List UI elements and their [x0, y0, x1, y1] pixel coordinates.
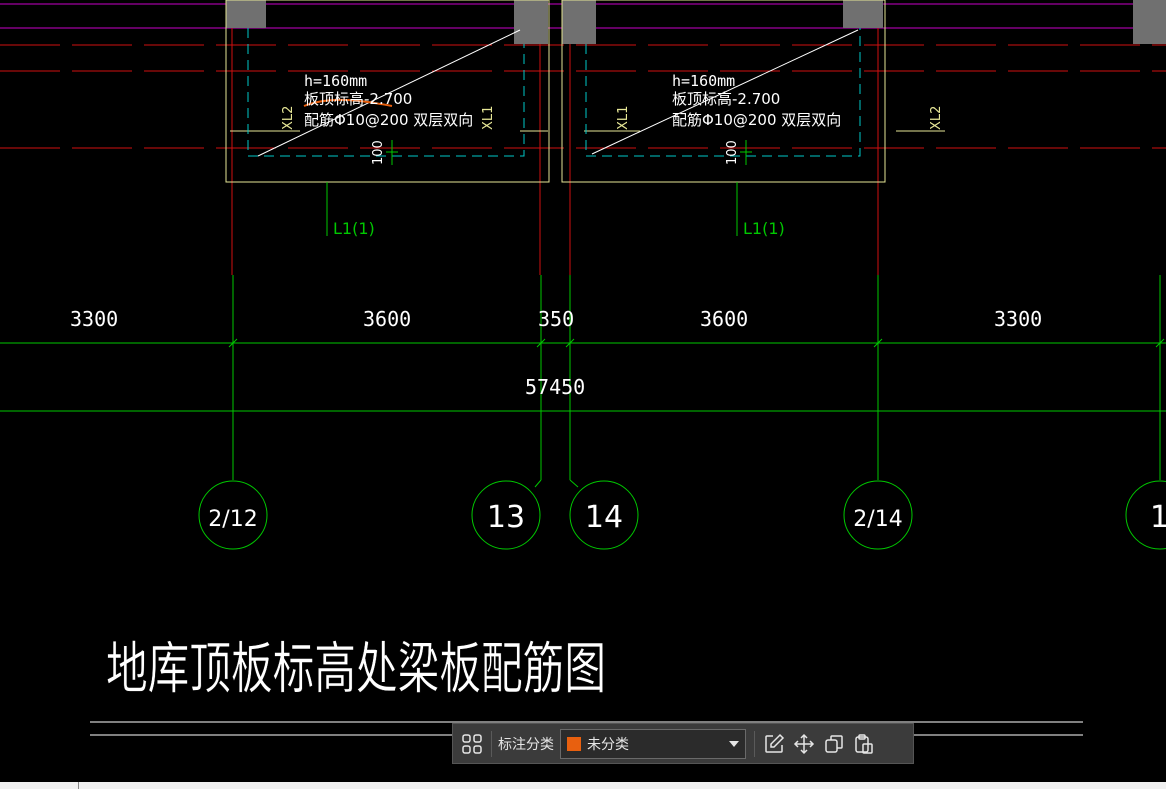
column-blocks	[226, 0, 1166, 44]
total-dim-text: 57450	[525, 375, 585, 399]
slab-left-thickness: h=160mm	[304, 72, 367, 90]
paste-icon[interactable]	[849, 729, 879, 759]
red-vertical-lines	[231, 0, 879, 275]
status-strip	[0, 782, 1166, 789]
red-horizontal-lines	[0, 44, 1166, 149]
edit-icon[interactable]	[759, 729, 789, 759]
category-dropdown[interactable]: 未分类	[560, 728, 746, 759]
axis-label-3: 14	[585, 500, 623, 535]
slab-right-label-right: XL2	[929, 106, 944, 130]
slab-left-beam-label: L1(1)	[333, 219, 375, 238]
slab-right-rebar: 配筋Φ10@200 双层双向	[672, 111, 841, 129]
axis-label-2: 13	[487, 500, 525, 535]
dimension-lines	[0, 275, 1166, 488]
slab-right-dim: 100	[725, 140, 740, 165]
toolbar-separator	[754, 730, 755, 757]
axis-label-5: 16	[1150, 500, 1166, 535]
toolbar-separator	[491, 730, 492, 757]
slab-left-elevation: 板顶标高-2.700	[304, 90, 412, 108]
annotation-toolbar: 标注分类 未分类	[452, 723, 914, 764]
strip-divider	[78, 782, 79, 789]
slab-left-rebar: 配筋Φ10@200 双层双向	[304, 111, 473, 129]
slab-outlines	[225, 0, 945, 183]
slab-left-label-left: XL2	[281, 106, 296, 130]
move-icon[interactable]	[789, 729, 819, 759]
slab-left-label-right: XL1	[481, 106, 496, 130]
beam-leaders	[326, 140, 752, 236]
slab-right-label-left: XL1	[616, 106, 631, 130]
axis-bubbles	[198, 480, 1166, 550]
drawing-title: 地库顶板标高处梁板配筋图	[106, 637, 606, 702]
rebar-dashed-outlines	[247, 28, 861, 157]
slab-left-dim: 100	[371, 140, 386, 165]
slab-right-thickness: h=160mm	[672, 72, 735, 90]
slab-right-elevation: 板顶标高-2.700	[672, 90, 780, 108]
category-dropdown-value: 未分类	[587, 736, 629, 753]
dim-text-4: 3600	[700, 307, 748, 331]
grid-view-icon[interactable]	[457, 729, 487, 759]
dim-text-3: 350	[538, 307, 574, 331]
revision-mark	[303, 98, 393, 107]
chevron-down-icon	[729, 740, 739, 747]
copy-icon[interactable]	[819, 729, 849, 759]
slab-diagonals	[257, 29, 859, 157]
dim-text-1: 3300	[70, 307, 118, 331]
dim-text-2: 3600	[363, 307, 411, 331]
dim-text-5: 3300	[994, 307, 1042, 331]
category-label: 标注分类	[498, 736, 554, 753]
slab-right-beam-label: L1(1)	[743, 219, 785, 238]
axis-label-4: 2/14	[853, 507, 902, 532]
category-color-swatch	[567, 736, 581, 751]
axis-label-1: 2/12	[208, 507, 257, 532]
